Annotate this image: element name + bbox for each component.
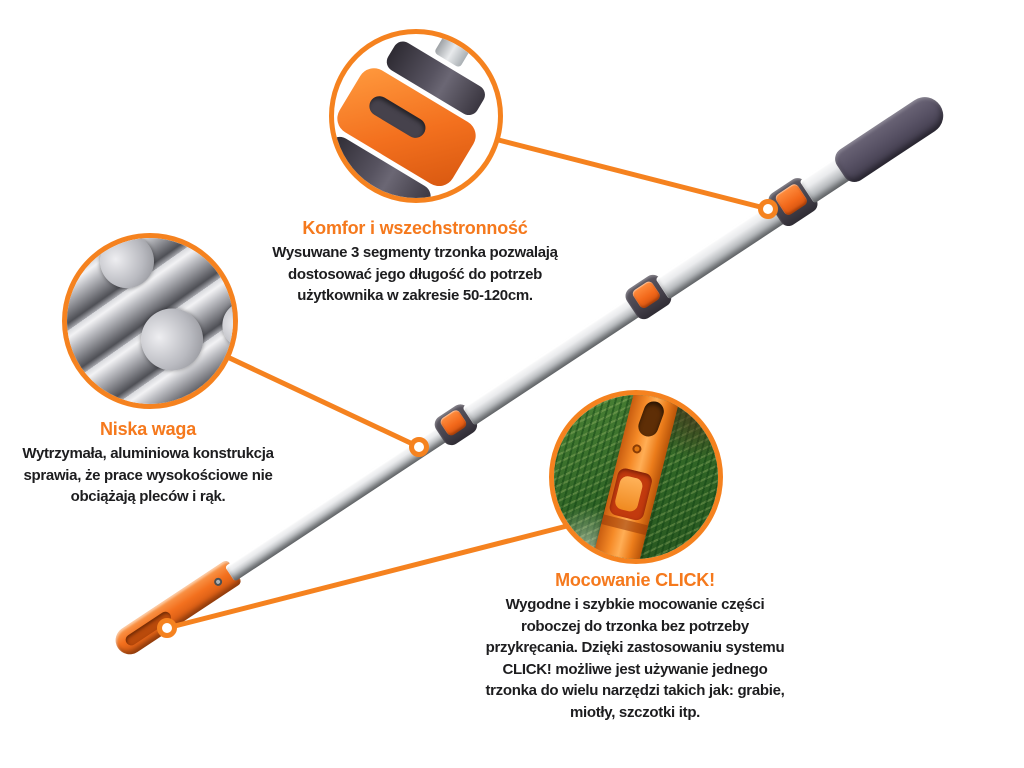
- callout-title-weight: Niska waga: [99, 419, 197, 439]
- lock-lever-2: [630, 279, 662, 310]
- callout-photo-click-mount: [549, 390, 723, 564]
- body-line: Wysuwane 3 segmenty trzonka pozwalają: [272, 244, 558, 261]
- body-line: Wygodne i szybkie mocowanie części: [505, 596, 765, 613]
- aluminum-rods-closeup: [67, 238, 233, 404]
- lock-mechanism-closeup: [334, 34, 498, 198]
- callout-title-click: Mocowanie CLICK!: [555, 570, 715, 590]
- callout-text-click: Mocowanie CLICK! Wygodne i szybkie mocow…: [457, 570, 813, 723]
- click-tip: [110, 559, 243, 660]
- callout-body-comfort: Wysuwane 3 segmenty trzonka pozwalają do…: [250, 242, 580, 307]
- click-mount-latch-bed: [607, 466, 654, 522]
- pole-segment-3: [655, 197, 793, 300]
- callout-body-click: Wygodne i szybkie mocowanie części roboc…: [457, 594, 813, 723]
- body-line: użytkownika w zakresie 50-120cm.: [297, 287, 533, 304]
- tip-latch-slot: [123, 609, 174, 648]
- foam-grip: [830, 90, 951, 187]
- body-line: CLICK! możliwe jest używanie jednego: [502, 660, 768, 678]
- body-line: sprawia, że prace wysokościowe nie: [23, 466, 273, 484]
- body-line: dostosować jego długość do potrzeb: [288, 265, 542, 283]
- rod-end-face: [212, 291, 233, 359]
- callout-text-weight: Niska waga Wytrzymała, aluminiowa konstr…: [0, 419, 296, 508]
- callout-text-comfort: Komfor i wszechstronność Wysuwane 3 segm…: [250, 218, 580, 307]
- body-line: Wytrzymała, aluminiowa konstrukcja: [22, 445, 274, 462]
- click-mount-latch: [613, 474, 645, 514]
- click-mount-screw: [631, 443, 643, 455]
- body-line: miotły, szczotki itp.: [569, 703, 701, 721]
- rod-end-face: [89, 238, 165, 299]
- lock-lever-1: [438, 408, 469, 438]
- body-line: przykręcania. Dzięki zastosowaniu system…: [485, 639, 785, 656]
- lock-lever-slot: [365, 92, 430, 142]
- callout-title-comfort: Komfor i wszechstronność: [302, 218, 528, 238]
- click-mount-slot: [635, 398, 667, 440]
- rod-end-face: [128, 296, 216, 383]
- tip-screw: [212, 576, 224, 588]
- callout-body-weight: Wytrzymała, aluminiowa konstrukcja spraw…: [0, 443, 296, 508]
- callout-photo-lock-mechanism: [329, 29, 503, 203]
- callout-photo-aluminum-rods: [62, 233, 238, 409]
- body-line: roboczej do trzonka bez potrzeby: [521, 617, 749, 635]
- body-line: obciążają pleców i rąk.: [70, 488, 226, 505]
- body-line: trzonka do wielu narzędzi takich jak: gr…: [485, 682, 785, 699]
